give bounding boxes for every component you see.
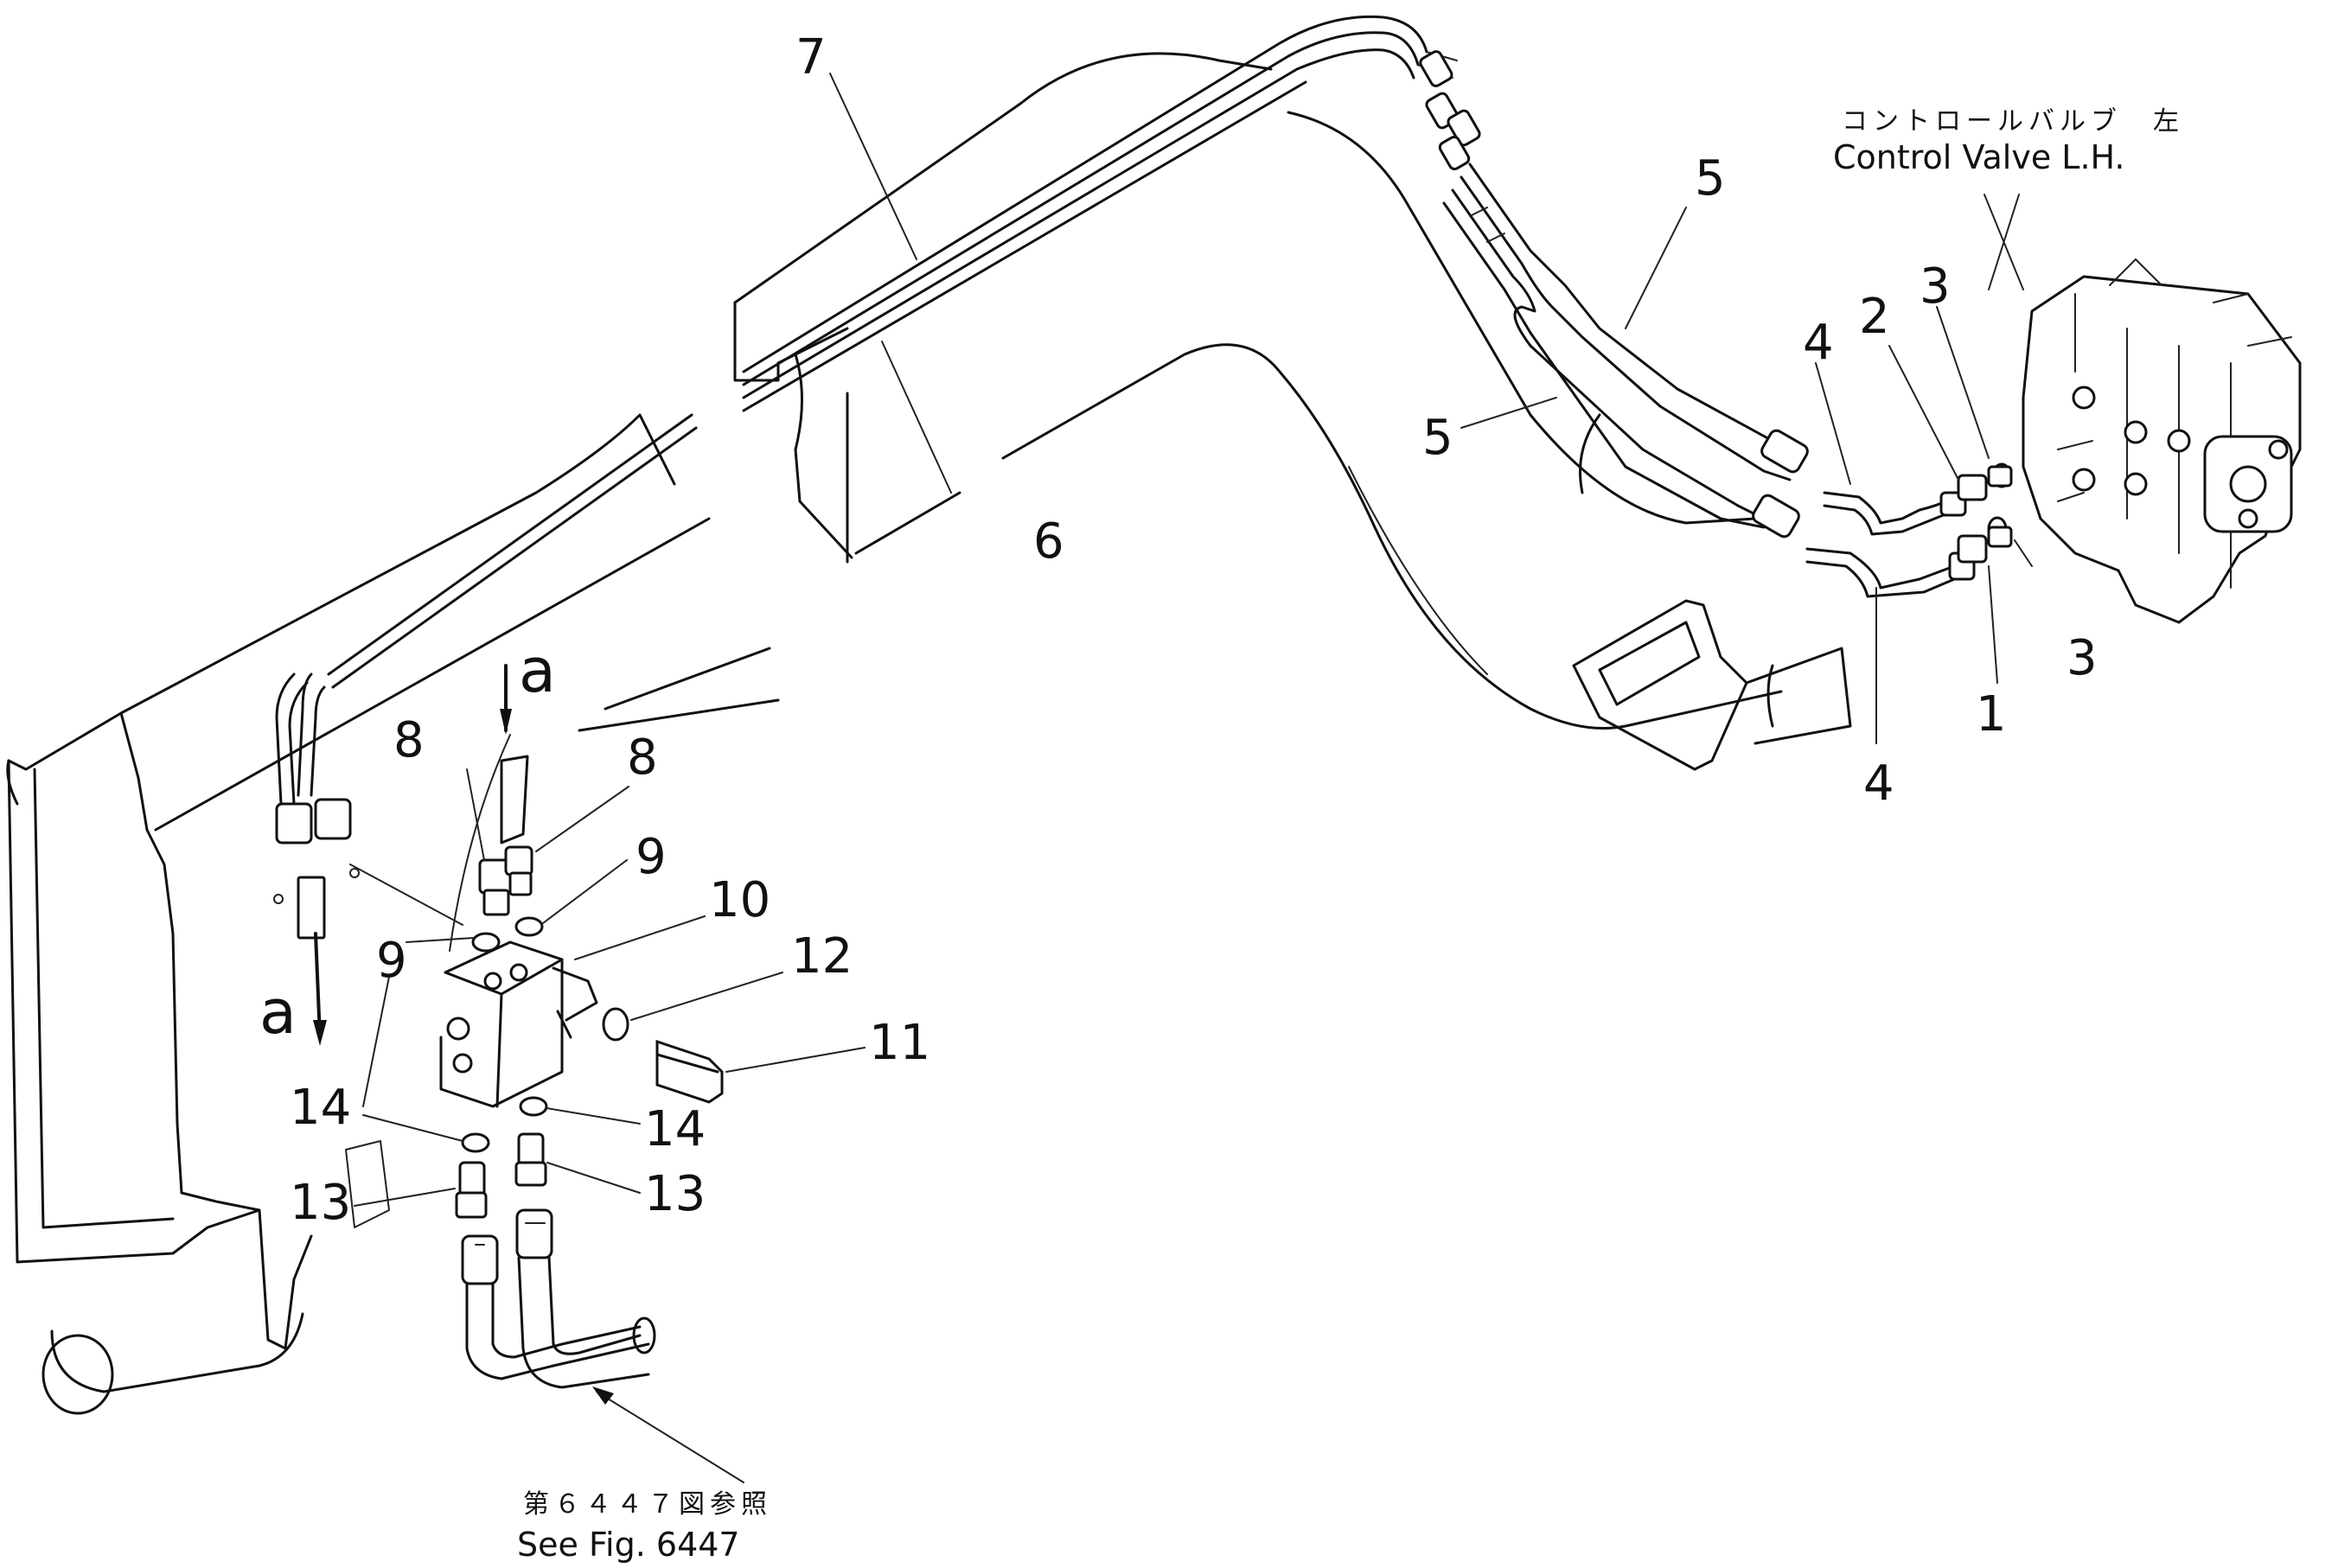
callout-6: 6	[1033, 513, 1064, 570]
valve-fittings	[1805, 462, 2013, 598]
boom-outline	[733, 52, 1783, 730]
callout-14-right: 14	[644, 1101, 706, 1157]
callout-8-right: 8	[627, 730, 658, 786]
control-valve-caption-en: Control Valve L.H.	[1833, 138, 2125, 176]
callout-labels: 7 6 5 5 4 4 2 3 3 1 8 8 9 9 10 12 11 14 …	[259, 29, 2098, 1231]
control-valve-lh	[2022, 258, 2302, 624]
callout-5-upper: 5	[1695, 150, 1726, 207]
reference-caption-en: See Fig. 6447	[517, 1526, 740, 1564]
callout-14-left: 14	[290, 1080, 351, 1136]
callout-4-upper: 4	[1803, 315, 1834, 371]
left-frame	[6, 413, 780, 1415]
callout-9-right: 9	[636, 829, 667, 885]
callout-3-upper: 3	[1920, 258, 1951, 315]
callout-13-right: 13	[644, 1166, 706, 1222]
callout-7: 7	[795, 29, 827, 86]
control-valve-caption-jp: コントロールバルブ 左	[1842, 106, 2184, 137]
callout-4-lower: 4	[1863, 755, 1894, 812]
callout-5-lower: 5	[1422, 410, 1453, 466]
callout-2: 2	[1859, 289, 1890, 345]
pipe-run-6-7	[742, 15, 1481, 412]
view-marker-a-top: a	[519, 635, 556, 706]
view-arrows	[273, 664, 529, 1046]
callout-13-left: 13	[290, 1175, 351, 1231]
reference-caption-jp: 第６４４７図参照	[523, 1489, 772, 1520]
left-pipe-run	[275, 413, 698, 940]
callout-12: 12	[791, 928, 853, 985]
boom-foot-bracket	[1572, 599, 1852, 771]
hoses-5	[1442, 163, 1809, 539]
callout-8-left: 8	[393, 712, 425, 768]
view-marker-a-left: a	[259, 977, 297, 1048]
callout-11: 11	[869, 1015, 930, 1071]
leader-lines	[354, 73, 2033, 1483]
callout-9-left: 9	[376, 933, 407, 989]
callout-1: 1	[1976, 686, 2007, 743]
captions: コントロールバルブ 左 Control Valve L.H. 第６４４７図参照 …	[517, 106, 2184, 1564]
callout-3-lower: 3	[2067, 630, 2098, 686]
callout-10: 10	[709, 872, 770, 928]
lower-hoses	[461, 1208, 656, 1389]
selector-valve-assembly	[439, 845, 724, 1219]
